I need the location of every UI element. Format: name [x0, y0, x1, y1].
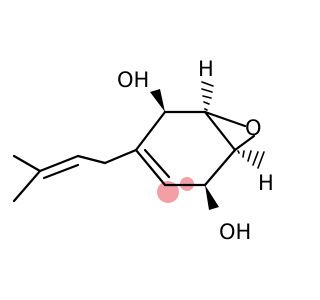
hash-bond-h-top: [202, 95, 212, 99]
hydrogen-label-bottom: H: [258, 171, 274, 195]
bond-ring-c4-c3: [134, 148, 167, 187]
hash-bond-h-top: [201, 81, 214, 87]
bond-side-chain-double: [38, 154, 80, 173]
bond-methyl-bottom: [12, 169, 42, 203]
hydroxyl-label-bottom: OH: [219, 220, 251, 244]
bond-side-chain-ch2: [76, 154, 107, 165]
hydroxyl-label-top: OH: [117, 68, 149, 92]
wedge-bond-oh-bottom: [205, 185, 219, 210]
hash-bond-h-bottom: [257, 151, 265, 169]
bond-ring-double-inner: [143, 148, 171, 179]
hydrogen-label-top: H: [198, 57, 214, 81]
bond-side-chain-to-ring: [103, 148, 138, 165]
bond-side-chain-double-inner: [42, 163, 80, 180]
hash-bond-h-bottom: [237, 150, 240, 154]
hash-bond-h-top: [201, 88, 213, 93]
hash-bond-h-bottom: [247, 150, 252, 162]
ring-highlight: [157, 181, 179, 203]
hash-bond-h-bottom: [242, 150, 245, 158]
hash-bond-h-top: [204, 108, 208, 111]
bond-epoxide-c6-o: [233, 134, 256, 152]
bond-ring-c1-c6: [203, 110, 237, 152]
hash-bond-h-bottom: [252, 151, 259, 166]
hash-bond-h-top: [203, 101, 210, 105]
bond-methyl-top: [12, 154, 42, 173]
bond-ring-c6-c5: [203, 148, 237, 187]
wedge-bond-oh-top: [150, 89, 165, 112]
epoxide-oxygen-label: O: [245, 116, 262, 140]
molecule-structure-diagram: OH OH O H H: [12, 57, 274, 244]
bond-epoxide-c1-o: [203, 110, 247, 128]
bond-ring-c3-c2: [134, 110, 167, 152]
